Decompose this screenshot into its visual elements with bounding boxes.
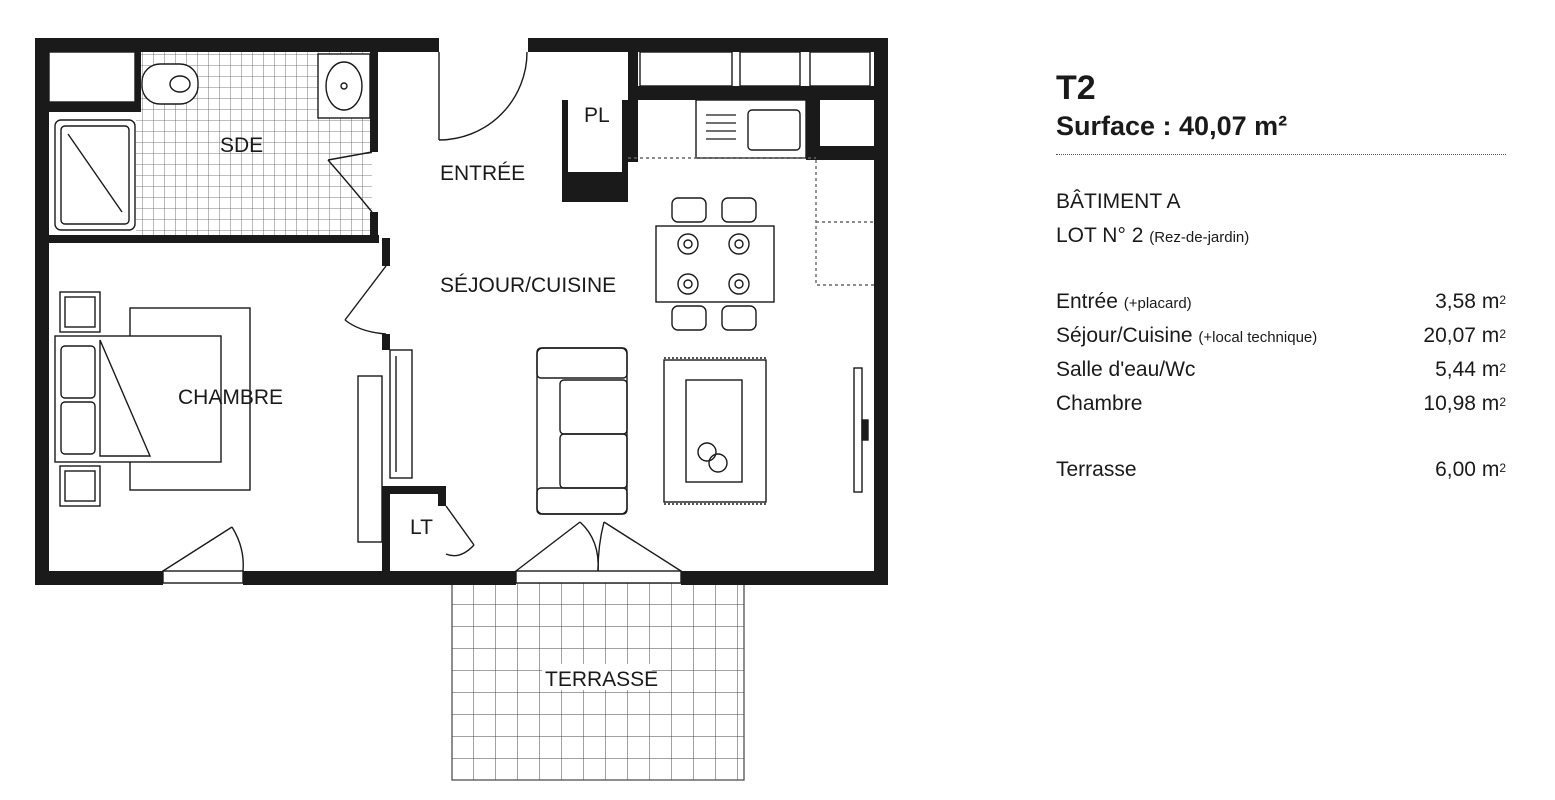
doors (162, 51, 682, 584)
kitchen-units (628, 51, 874, 286)
area-unit-sup: 2 (1499, 361, 1506, 375)
area-row: Chambre 10,98 m2 (1056, 387, 1506, 421)
wardrobe (357, 349, 413, 543)
area-row: Salle d'eau/Wc 5,44 m2 (1056, 353, 1506, 387)
area-unit-sup: 2 (1499, 327, 1506, 341)
tv-unit (853, 367, 869, 493)
area-row: Séjour/Cuisine (+local technique) 20,07 … (1056, 319, 1506, 353)
terrasse-value: 6,00 m (1435, 458, 1500, 481)
area-label: Entrée (1056, 290, 1118, 313)
area-note: (+placard) (1123, 295, 1192, 312)
area-label: Salle d'eau/Wc (1056, 358, 1196, 381)
lot-label: LOT N° 2 (1056, 224, 1144, 247)
area-note: (+local technique) (1198, 329, 1318, 346)
dining-table (655, 197, 775, 331)
area-table: Entrée (+placard) 3,58 m2 Séjour/Cuisine… (1056, 285, 1506, 487)
area-label: Séjour/Cuisine (1056, 324, 1193, 347)
bed (54, 291, 251, 507)
inner-walls (49, 52, 888, 571)
room-label-pl: PL (584, 104, 610, 127)
area-row-terrasse: Terrasse 6,00 m2 (1056, 453, 1506, 487)
lot-line: LOT N° 2 (Rez-de-jardin) (1056, 219, 1506, 255)
lot-note: (Rez-de-jardin) (1149, 229, 1250, 246)
building-label: BÂTIMENT A (1056, 190, 1181, 213)
total-surface: Surface : 40,07 m² (1056, 111, 1288, 141)
room-label-sde: SDE (220, 134, 263, 157)
area-value: 20,07 m (1423, 324, 1500, 347)
floor-plan: SDE ENTRÉE PL SÉJOUR/CUISINE CHAMBRE LT … (35, 38, 888, 781)
building-info: BÂTIMENT A LOT N° 2 (Rez-de-jardin) (1056, 185, 1506, 255)
area-row: Entrée (+placard) 3,58 m2 (1056, 285, 1506, 319)
room-label-terrasse: TERRASSE (545, 668, 658, 691)
room-label-lt: LT (410, 516, 433, 539)
outer-walls (35, 38, 888, 585)
rug-coffee-table (663, 357, 767, 505)
area-value: 3,58 m (1435, 290, 1500, 313)
area-value: 5,44 m (1435, 358, 1500, 381)
area-label: Chambre (1056, 392, 1143, 415)
dotted-divider (1056, 154, 1506, 155)
apartment-type: T2 (1056, 69, 1096, 107)
area-unit-sup: 2 (1499, 395, 1506, 409)
room-label-sejour: SÉJOUR/CUISINE (440, 274, 616, 297)
bathroom-fixtures (48, 51, 371, 231)
room-label-entree: ENTRÉE (440, 162, 525, 185)
room-label-chambre: CHAMBRE (178, 386, 283, 409)
area-unit-sup: 2 (1499, 293, 1506, 307)
info-panel: T2 Surface : 40,07 m² BÂTIMENT A LOT N° … (1056, 68, 1506, 487)
terrasse-unit-sup: 2 (1499, 461, 1506, 475)
terrasse-label: Terrasse (1056, 458, 1137, 481)
area-value: 10,98 m (1423, 392, 1500, 415)
sofa (536, 347, 628, 515)
